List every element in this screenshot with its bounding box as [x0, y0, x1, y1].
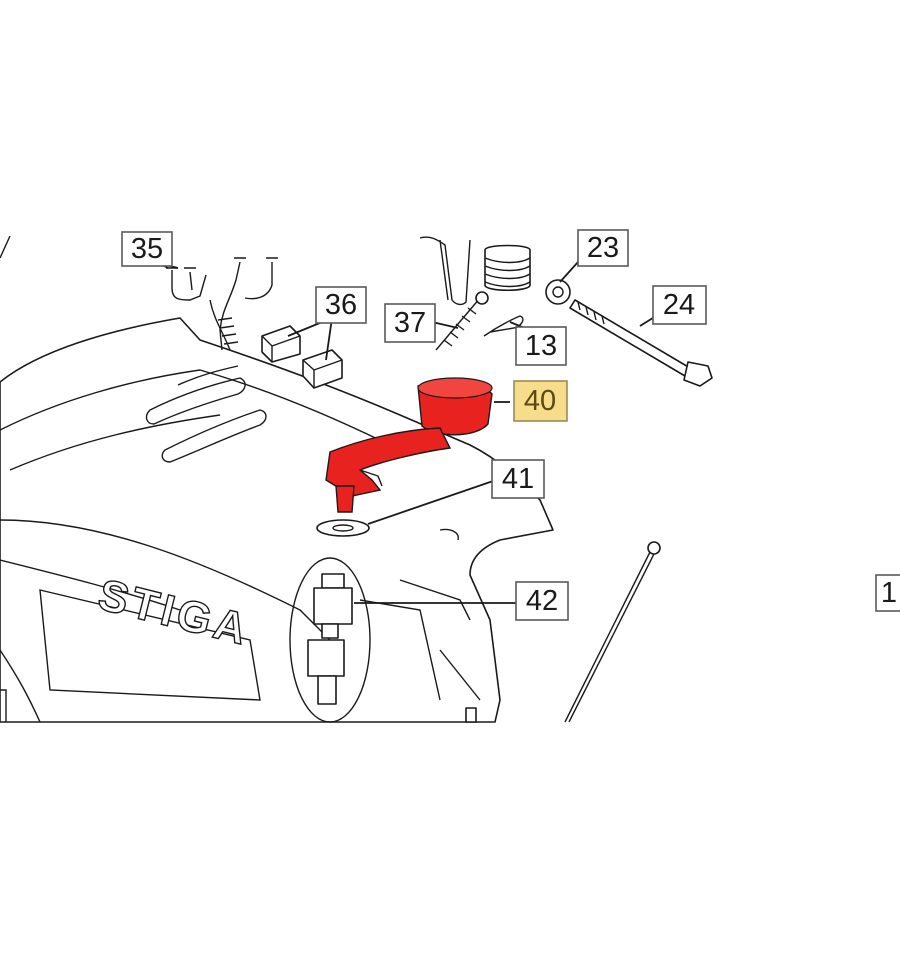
callout-35: 35 [121, 231, 173, 267]
callout-23: 23 [577, 229, 629, 267]
svg-text:42: 42 [526, 585, 558, 617]
svg-text:24: 24 [663, 289, 695, 321]
callout-41: 41 [491, 459, 545, 499]
frame-edge [0, 235, 11, 259]
bracket-spring-part [419, 236, 571, 306]
ignition-switch-part [289, 557, 371, 723]
callout-40-highlighted: 40 [513, 380, 568, 422]
washer-part [316, 519, 370, 537]
mower-hood [0, 317, 554, 723]
spring-pin-part [435, 291, 489, 351]
lever-handle-part [325, 377, 493, 513]
svg-text:41: 41 [502, 463, 534, 495]
callout-13: 13 [515, 326, 567, 366]
callout-37: 37 [384, 303, 436, 343]
callout-36: 36 [315, 286, 367, 324]
svg-text:36: 36 [325, 289, 357, 321]
long-bolt-part [569, 299, 713, 387]
wire-harness-part [166, 257, 278, 351]
cable-part [564, 541, 661, 723]
svg-text:1: 1 [881, 577, 897, 609]
svg-text:13: 13 [525, 330, 557, 362]
callout-24: 24 [652, 285, 707, 325]
svg-text:37: 37 [394, 307, 426, 339]
svg-text:35: 35 [131, 233, 163, 265]
callout-edge-partial: 1 [875, 574, 900, 612]
svg-text:23: 23 [587, 232, 619, 264]
svg-text:40: 40 [524, 385, 556, 417]
callout-42: 42 [515, 581, 569, 621]
